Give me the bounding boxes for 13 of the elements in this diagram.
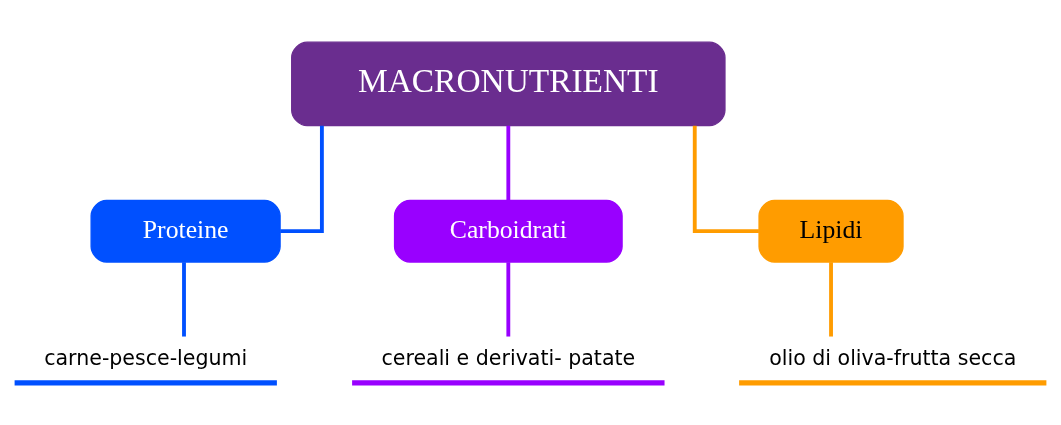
node-box: Carboidrati: [393, 199, 623, 263]
node-box: Lipidi: [758, 199, 904, 263]
node-box: Proteine: [90, 199, 281, 263]
node-text: olio di oliva-frutta secca: [769, 345, 1017, 370]
connector: [692, 125, 759, 234]
connector: [506, 262, 511, 337]
connector: [182, 262, 186, 337]
connector: [280, 125, 324, 234]
node-text: carne-pesce-legumi: [44, 345, 248, 370]
connector: [829, 262, 833, 337]
connector: [506, 125, 511, 200]
node-text: cereali e derivati- patate: [381, 345, 636, 370]
node-box: MACRONUTRIENTI: [291, 41, 726, 127]
